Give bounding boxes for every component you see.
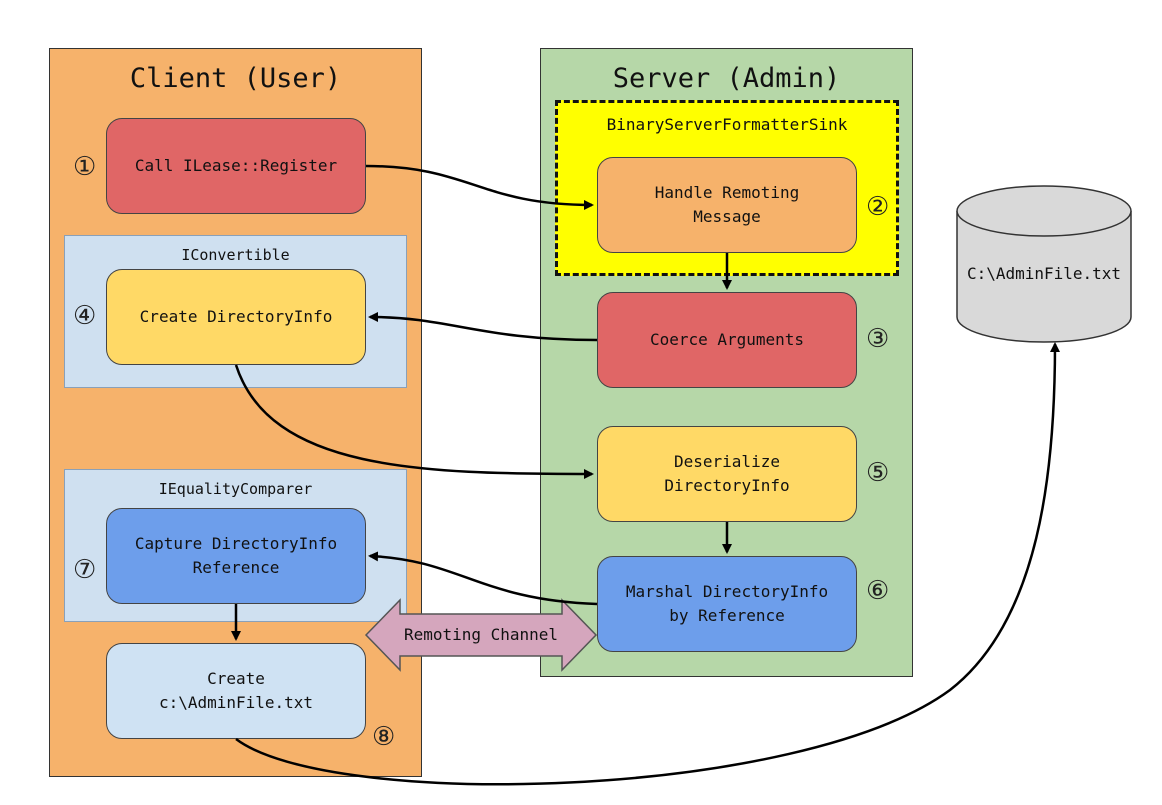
arrow-4-to-5 bbox=[234, 364, 594, 479]
file-cylinder bbox=[956, 185, 1132, 343]
step6-marshal-directoryinfo: Marshal DirectoryInfo by Reference bbox=[597, 556, 857, 652]
step1-number: ① bbox=[73, 152, 97, 182]
arrow-8-to-file bbox=[235, 342, 1060, 786]
step5-number: ⑤ bbox=[866, 458, 890, 488]
step4-number: ④ bbox=[73, 301, 97, 331]
step2-number: ② bbox=[866, 192, 890, 222]
remoting-channel-arrow bbox=[364, 598, 598, 672]
iconvertible-label: IConvertible bbox=[181, 246, 290, 264]
arrow-3-to-4 bbox=[368, 312, 598, 342]
iequalitycomparer-label: IEqualityComparer bbox=[158, 480, 313, 498]
step3-coerce-arguments: Coerce Arguments bbox=[597, 292, 857, 388]
step3-number: ③ bbox=[866, 324, 890, 354]
step8-create-adminfile: Create c:\AdminFile.txt bbox=[106, 643, 366, 739]
server-title: Server (Admin) bbox=[612, 63, 841, 94]
step6-number: ⑥ bbox=[866, 576, 890, 606]
step2-handle-remoting-message: Handle Remoting Message bbox=[597, 157, 857, 253]
sink-label: BinaryServerFormatterSink bbox=[606, 115, 848, 134]
remoting-channel-label: Remoting Channel bbox=[403, 625, 559, 644]
step7-capture-directoryinfo-reference: Capture DirectoryInfo Reference bbox=[106, 508, 366, 604]
step5-deserialize-directoryinfo: Deserialize DirectoryInfo bbox=[597, 426, 857, 522]
step7-number: ⑦ bbox=[73, 555, 97, 585]
step1-call-ilease-register: Call ILease::Register bbox=[106, 118, 366, 214]
arrow-1-to-2 bbox=[365, 164, 594, 210]
step4-create-directoryinfo: Create DirectoryInfo bbox=[106, 269, 366, 365]
file-label: C:\AdminFile.txt bbox=[966, 264, 1122, 283]
arrow-6-to-7 bbox=[368, 551, 598, 606]
client-title: Client (User) bbox=[129, 63, 342, 94]
step8-number: ⑧ bbox=[372, 722, 396, 752]
